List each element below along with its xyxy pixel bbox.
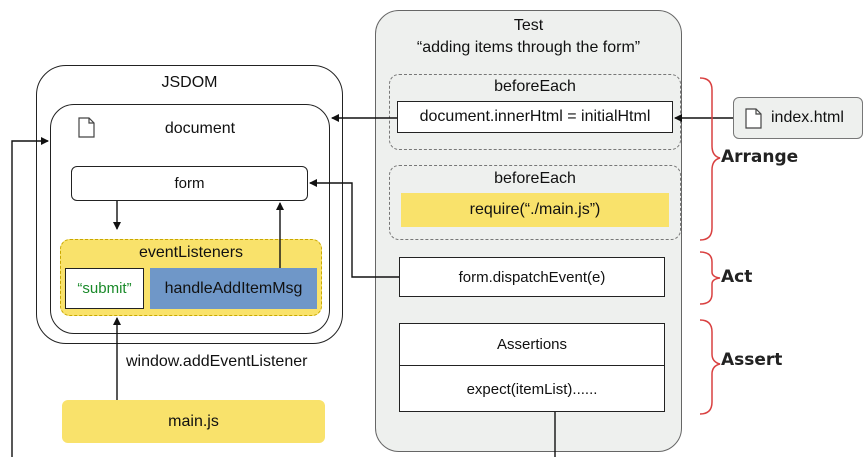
- assertions-divider: [399, 365, 665, 366]
- arrow-dispatch-to-form: [309, 179, 399, 278]
- test-title: Test: [513, 17, 544, 34]
- dispatch-event-step: form.dispatchEvent(e): [399, 257, 665, 297]
- arrange-bracket: [699, 77, 721, 241]
- jsdom-title: JSDOM: [161, 74, 218, 91]
- test-subtitle: “adding items through the form”: [416, 39, 641, 56]
- document-label: document: [164, 120, 236, 137]
- require-main-js-step: require(“./main.js”): [401, 193, 669, 227]
- act-label: Act: [721, 267, 753, 287]
- main-js-box: main.js: [62, 400, 325, 443]
- arrow-loop-to-document: [11, 137, 49, 457]
- act-bracket: [699, 251, 721, 305]
- submit-event-key: “submit”: [65, 268, 144, 309]
- event-listeners-label: eventListeners: [138, 244, 244, 261]
- expect-item-list: expect(itemList)......: [466, 380, 598, 398]
- document-icon: [78, 117, 95, 138]
- handle-add-item-msg-handler: handleAddItemMsg: [150, 268, 317, 309]
- before-each-2-label: beforeEach: [494, 170, 576, 187]
- file-icon: [745, 108, 762, 129]
- before-each-2-group: [389, 165, 681, 240]
- assert-label: Assert: [721, 350, 783, 370]
- document-inner-html-step: document.innerHtml = initialHtml: [397, 101, 673, 133]
- window-add-event-listener-label: window.addEventListener: [126, 353, 308, 370]
- before-each-1-label: beforeEach: [494, 78, 576, 95]
- assert-bracket: [699, 319, 721, 415]
- index-html-label: index.html: [771, 109, 844, 126]
- form-element: form: [71, 166, 308, 201]
- before-each-1-group: [389, 74, 681, 150]
- arrange-label: Arrange: [721, 147, 799, 167]
- assertions-box: [399, 323, 665, 412]
- assertions-label: Assertions: [496, 335, 568, 353]
